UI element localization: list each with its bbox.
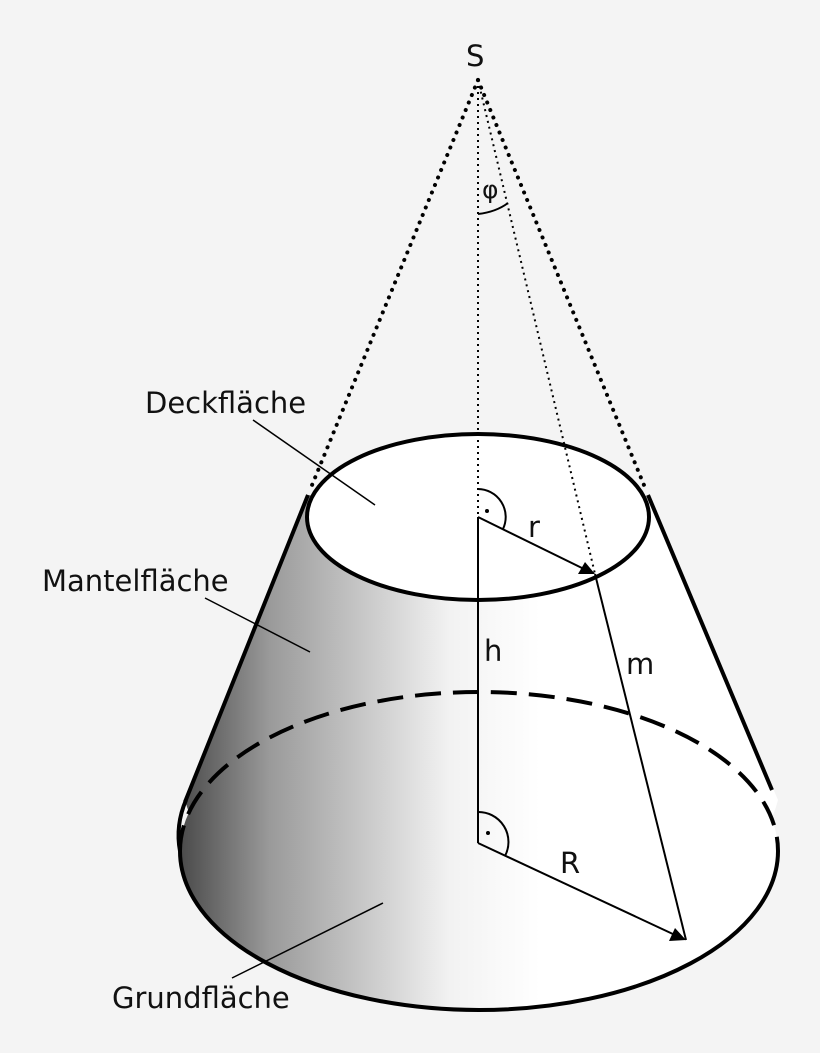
right-angle-top	[477, 488, 507, 530]
base-ellipse-front	[178, 850, 780, 1012]
large-radius-label: R	[560, 846, 580, 880]
right-side-edge	[646, 494, 774, 791]
base-face	[180, 692, 778, 1010]
top-face-leader	[252, 419, 376, 506]
lateral-leader	[204, 597, 311, 653]
lateral-surface-label: Mantelfläche	[42, 564, 229, 598]
height-label: h	[484, 634, 502, 668]
cone-extension-lines	[308, 78, 648, 575]
base-ellipse-back-dashed	[178, 690, 780, 852]
base-face-label: Grundfläche	[112, 981, 290, 1015]
apex-label: S	[466, 39, 484, 73]
top-face-label: Deckfläche	[145, 386, 306, 420]
large-radius-arrow	[477, 842, 676, 936]
slant-height-label: m	[626, 647, 654, 681]
small-radius-label: r	[528, 510, 540, 544]
angle-arc	[477, 202, 509, 215]
right-angle-bottom	[477, 810, 510, 857]
left-side-edge	[183, 494, 310, 803]
slant-height-line	[594, 573, 687, 941]
small-radius-arrow	[477, 516, 585, 570]
angle-label: φ	[482, 175, 499, 204]
base-leader	[231, 902, 384, 979]
